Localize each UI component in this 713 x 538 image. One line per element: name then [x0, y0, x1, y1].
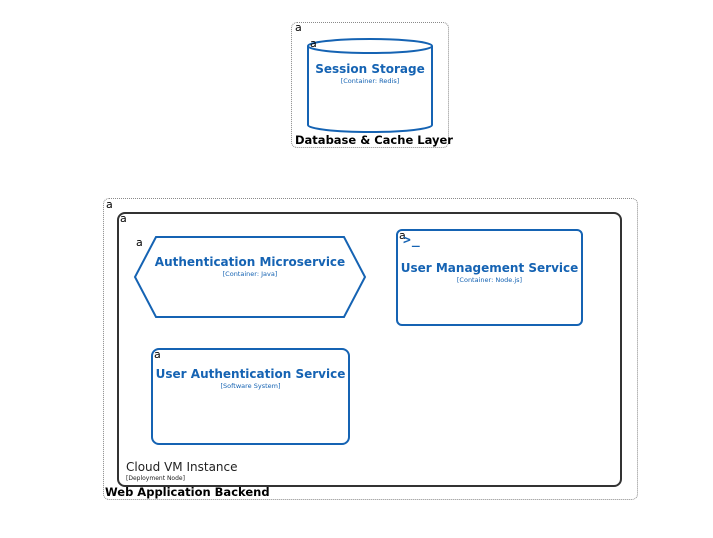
user-authentication-service-title: User Authentication Service	[155, 367, 346, 381]
session-storage-text: Session Storage [Container: Redis]	[307, 62, 433, 92]
cloud-vm-instance-node[interactable]	[117, 212, 622, 487]
authentication-microservice-title: Authentication Microservice	[154, 255, 346, 269]
cloud-vm-instance-title: Cloud VM Instance	[126, 460, 238, 474]
marker-label: a	[295, 21, 302, 34]
session-storage-cylinder[interactable]	[307, 38, 433, 134]
cloud-vm-instance-subtitle: [Deployment Node]	[126, 475, 185, 482]
marker-label: a	[120, 212, 127, 225]
authentication-microservice-subtitle: [Container: Java]	[222, 270, 278, 278]
database-cache-layer-title: Database & Cache Layer	[295, 133, 453, 147]
marker-label: a	[136, 236, 143, 249]
user-management-service-title: User Management Service	[400, 261, 579, 275]
user-management-service-box[interactable]	[396, 229, 583, 326]
user-authentication-service-text: User Authentication Service [Software Sy…	[151, 367, 350, 397]
session-storage-title: Session Storage	[315, 62, 425, 76]
marker-label: a	[399, 229, 406, 242]
authentication-microservice-hexagon[interactable]	[133, 236, 367, 318]
user-authentication-service-subtitle: [Software System]	[220, 382, 281, 390]
user-management-service-subtitle: [Container: Node.js]	[456, 276, 523, 284]
user-management-service-text: User Management Service [Container: Node…	[396, 261, 583, 291]
web-application-backend-title: Web Application Backend	[105, 485, 270, 499]
user-authentication-service-box[interactable]	[151, 348, 350, 445]
marker-label: a	[310, 37, 317, 50]
database-cache-layer-boundary	[291, 22, 449, 148]
terminal-icon: >_	[403, 233, 421, 248]
session-storage-subtitle: [Container: Redis]	[340, 77, 400, 85]
authentication-microservice-text: Authentication Microservice [Container: …	[134, 255, 366, 285]
web-application-backend-boundary	[103, 198, 638, 500]
marker-label: a	[154, 348, 161, 361]
marker-label: a	[106, 198, 113, 211]
